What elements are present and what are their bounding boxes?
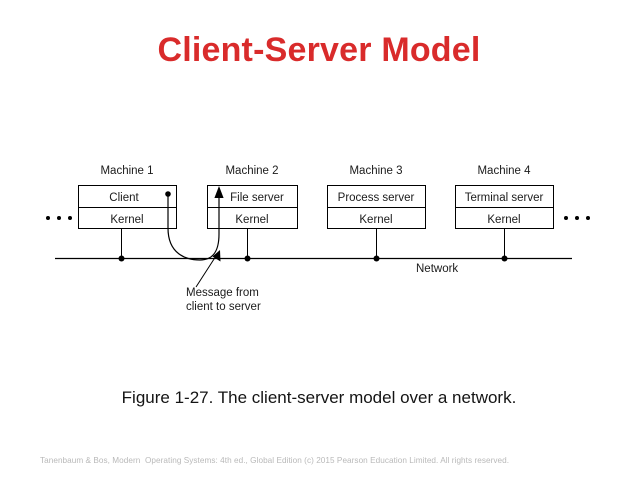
ellipsis-right-icon <box>564 216 590 220</box>
machine-2-top-label: File server <box>230 192 284 204</box>
machine-1-title: Machine 1 <box>100 165 153 177</box>
machine-2-network-connector <box>244 228 251 262</box>
machine-1-bottom-label: Kernel <box>110 214 143 226</box>
page-title: Client-Server Model <box>157 31 481 69</box>
machine-3-box: Process server Kernel <box>327 185 426 229</box>
machine-4-box: Terminal server Kernel <box>455 185 554 229</box>
machine-3-title: Machine 3 <box>349 165 402 177</box>
message-arrow <box>165 186 224 261</box>
machine-2-box: File server Kernel <box>207 185 298 229</box>
machine-3-bottom-label: Kernel <box>359 214 392 226</box>
client-server-diagram: Machine 1 Machine 2 Machine 3 Machine 4 … <box>0 150 638 330</box>
ellipsis-left-icon <box>46 216 72 220</box>
machine-2-title: Machine 2 <box>225 165 278 177</box>
machine-4-network-connector <box>501 228 508 262</box>
network-label: Network <box>416 263 458 275</box>
machine-4-top-label: Terminal server <box>465 192 544 204</box>
message-callout: Message from client to server <box>186 250 261 313</box>
machine-2-bottom-label: Kernel <box>235 214 268 226</box>
callout-arrowhead-icon <box>212 250 221 262</box>
message-arrowhead-icon <box>214 186 224 198</box>
message-note-line-2: client to server <box>186 301 261 313</box>
machine-1-box: Client Kernel <box>78 185 177 229</box>
machine-1-top-label: Client <box>109 192 139 204</box>
machine-1-network-connector <box>118 228 125 262</box>
machine-3-top-label: Process server <box>338 192 415 204</box>
machine-3-network-connector <box>373 228 380 262</box>
message-note-line-1: Message from <box>186 287 259 299</box>
copyright-footer: Tanenbaum & Bos, Modern Operating System… <box>40 456 510 465</box>
machine-4-title: Machine 4 <box>477 165 531 177</box>
machine-4-bottom-label: Kernel <box>487 214 520 226</box>
figure-caption: Figure 1-27. The client-server model ove… <box>121 388 517 407</box>
